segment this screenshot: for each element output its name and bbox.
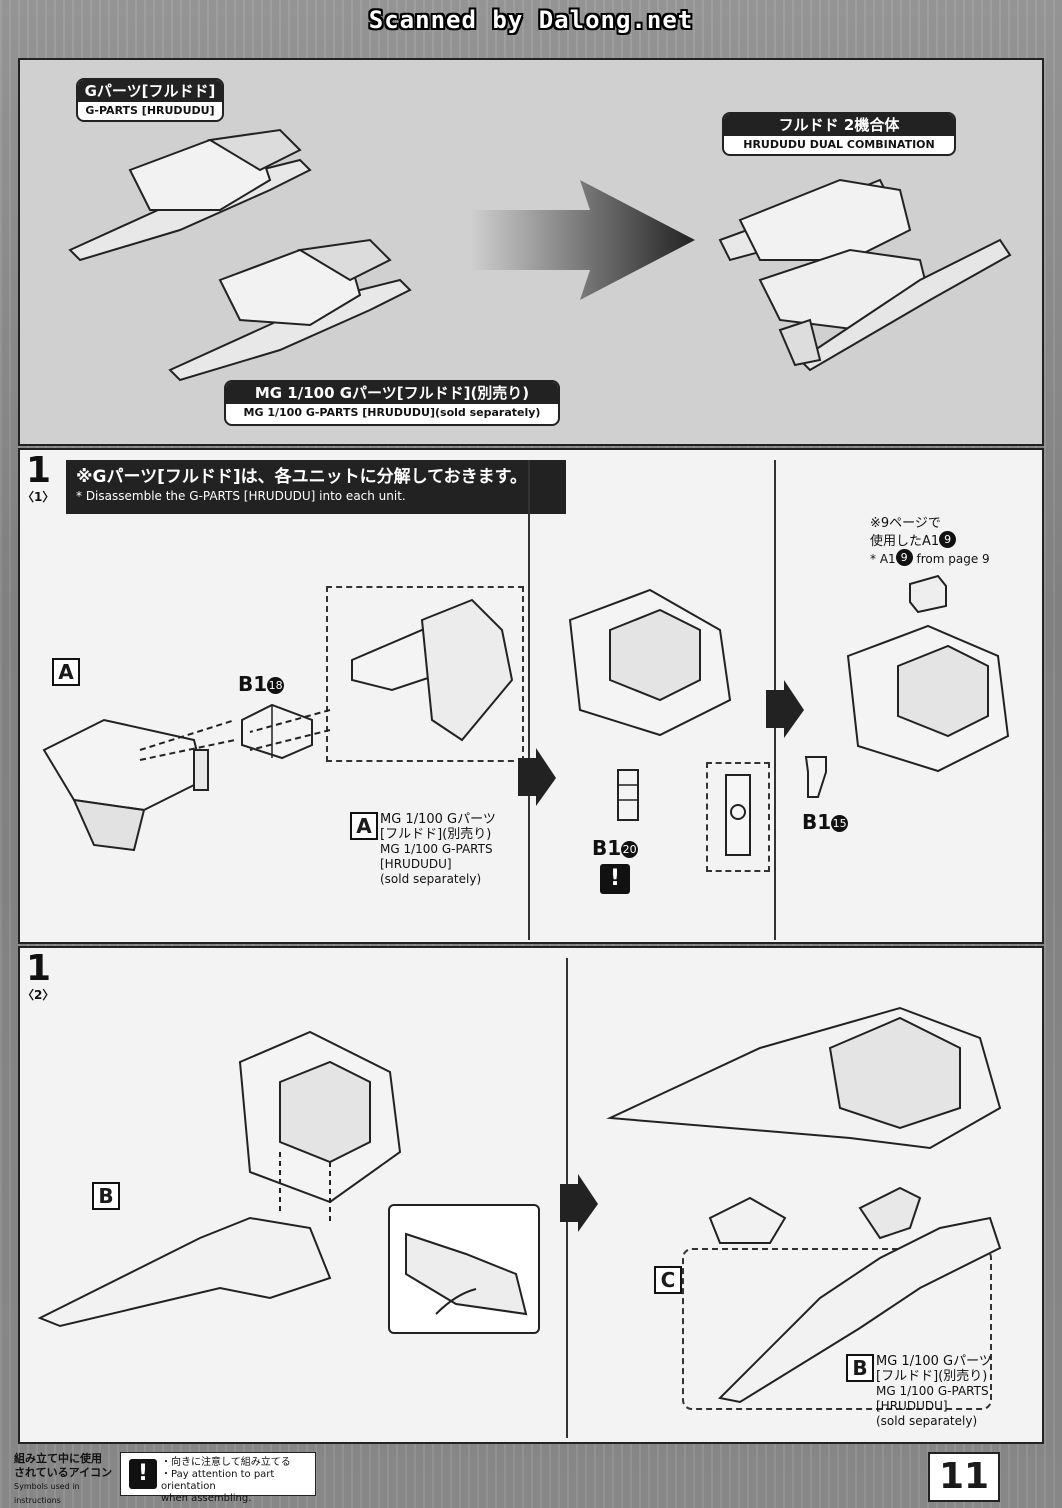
page-number: 11: [928, 1452, 1000, 1502]
step-1-2-panel: 1 〈2〉 B C B MG 1/100 Gパーツ [フルドド](別売り) MG…: [18, 946, 1044, 1444]
overview-panel: Gパーツ[フルドド] G-PARTS [HRUDUDU] フルドド 2機合体 H…: [18, 58, 1044, 446]
legend-jp2: されているアイコン: [14, 1466, 113, 1479]
part-b1-20-circle: 20: [621, 841, 639, 858]
ref-note-en-tail: from page 9: [916, 552, 990, 566]
legend-warning-icon: !: [129, 1459, 157, 1489]
part-b1-18-circle: 18: [267, 677, 285, 694]
step-number: 1: [26, 450, 52, 491]
caption-a-text: MG 1/100 Gパーツ [フルドド](別売り) MG 1/100 G-PAR…: [380, 812, 530, 887]
legend-item: ! ・向きに注意して組み立てる ・Pay attention to part o…: [120, 1452, 316, 1504]
caption-b-en3: (sold separately): [876, 1414, 978, 1428]
ref-note-jp2: 使用したA1: [870, 534, 940, 549]
combination-label: フルドド 2機合体 HRUDUDU DUAL COMBINATION: [722, 112, 956, 156]
sold-label-en: MG 1/100 G-PARTS [HRUDUDU](sold separate…: [243, 406, 541, 419]
ref-note-jp1: ※9ページで: [870, 516, 941, 531]
assembly-detail-box: [326, 586, 524, 762]
combination-label-jp: フルドド 2機合体: [724, 114, 954, 136]
sold-separately-label: MG 1/100 Gパーツ[フルドド](別売り) MG 1/100 G-PART…: [224, 380, 560, 426]
part-b1-20-detail-illustration: [725, 774, 751, 856]
legend-desc-jp: ・向きに注意して組み立てる: [161, 1457, 291, 1468]
legend-en: Symbols used in instructions: [14, 1482, 80, 1505]
unit-upper-illustration: [238, 1030, 402, 1222]
caption-b-jp1: MG 1/100 Gパーツ: [876, 1354, 992, 1369]
unit-final-illustration: [846, 624, 1010, 773]
legend-desc-en1: ・Pay attention to part orientation: [161, 1469, 275, 1492]
caption-a-en1: MG 1/100 G-PARTS: [380, 842, 493, 856]
legend-desc-en2: when assembling.: [161, 1493, 252, 1504]
disassemble-note: ※Gパーツ[フルドド]は、各ユニットに分解しておきます。 * Disassemb…: [66, 460, 566, 514]
step-arrow-3-icon: [560, 1174, 598, 1232]
legend-heading: 組み立て中に使用 されているアイコン Symbols used in instr…: [14, 1452, 114, 1508]
unit-b-final-illustration: [717, 1186, 1002, 1404]
caption-a-jp1: MG 1/100 Gパーツ: [380, 812, 496, 827]
part-b1-18-illustration: [241, 703, 313, 760]
unit-combined-illustration: [606, 1006, 1002, 1150]
part-tag-a: A: [52, 658, 80, 686]
part-b1-15-text: B1: [802, 810, 832, 834]
ref-note-en: * A1: [870, 552, 896, 566]
gparts-unit-illustration-2: [168, 238, 412, 382]
combination-label-en: HRUDUDU DUAL COMBINATION: [743, 138, 935, 151]
step-number-2: 1: [26, 948, 52, 989]
caption-b-en1: MG 1/100 G-PARTS: [876, 1384, 989, 1398]
part-tag-b: B: [92, 1182, 120, 1210]
gparts-label: Gパーツ[フルドド] G-PARTS [HRUDUDU]: [76, 78, 224, 122]
legend-desc: ・向きに注意して組み立てる ・Pay attention to part ori…: [161, 1457, 315, 1505]
orientation-detail-box: [706, 762, 770, 872]
transform-arrow-icon: [470, 180, 695, 300]
symbol-legend: 組み立て中に使用 されているアイコン Symbols used in instr…: [14, 1452, 316, 1505]
step-divider-1: [528, 460, 530, 940]
dual-combination-illustration: [718, 178, 1012, 372]
part-b1-18-text: B1: [238, 672, 268, 696]
orientation-warning-icon: !: [600, 864, 630, 894]
caption-a-en2: [HRUDUDU]: [380, 857, 452, 871]
detail-inset-illustration: [405, 1232, 528, 1316]
unit-c-illustration: [708, 1196, 787, 1244]
gparts-label-en: G-PARTS [HRUDUDU]: [85, 104, 215, 117]
part-b1-20-text: B1: [592, 836, 622, 860]
part-b1-20-illustration: [617, 769, 639, 821]
caption-b-jp2: [フルドド](別売り): [876, 1369, 988, 1384]
step-sub-number-2: 〈2〉: [22, 988, 55, 1002]
unit-a-detail-illustration: [351, 598, 514, 742]
step-1-1-panel: 1 〈1〉 ※Gパーツ[フルドド]は、各ユニットに分解しておきます。 * Dis…: [18, 448, 1044, 944]
legend-jp1: 組み立て中に使用: [14, 1452, 102, 1465]
part-tag-c: C: [654, 1266, 682, 1294]
part-b1-15-illustration: [804, 756, 827, 798]
ref-note-en-circle: 9: [895, 549, 913, 566]
caption-a-en3: (sold separately): [380, 872, 482, 886]
step-arrow-2-icon: [766, 680, 804, 738]
gparts-unit-illustration-1: [68, 128, 312, 262]
gparts-label-jp: Gパーツ[フルドド]: [78, 80, 222, 102]
step-arrow-1-icon: [518, 748, 556, 806]
ref-note-circle: 9: [939, 531, 957, 548]
caption-a-jp2: [フルドド](別売り): [380, 827, 492, 842]
caption-a-tag: A: [350, 812, 378, 840]
step-sub-number: 〈1〉: [22, 490, 55, 504]
disassemble-note-en: * Disassemble the G-PARTS [HRUDUDU] into…: [76, 489, 406, 503]
unit-b-illustration: [37, 1216, 332, 1328]
assembly-arrows: [139, 709, 331, 761]
caption-b-tag: B: [846, 1354, 874, 1382]
caption-b-text: MG 1/100 Gパーツ [フルドド](別売り) MG 1/100 G-PAR…: [876, 1354, 1036, 1429]
b-unit-detail-box: [682, 1248, 992, 1410]
part-b1-15-circle: 15: [831, 815, 849, 832]
watermark: Scanned by Dalong.net: [368, 6, 694, 34]
disassemble-note-jp: ※Gパーツ[フルドド]は、各ユニットに分解しておきます。: [76, 467, 527, 487]
part-a1-9-illustration: [909, 574, 947, 614]
sold-label-jp: MG 1/100 Gパーツ[フルドド](別売り): [226, 382, 558, 404]
unit-assembled-illustration: [568, 588, 732, 737]
caption-b-en2: [HRUDUDU]: [876, 1399, 948, 1413]
